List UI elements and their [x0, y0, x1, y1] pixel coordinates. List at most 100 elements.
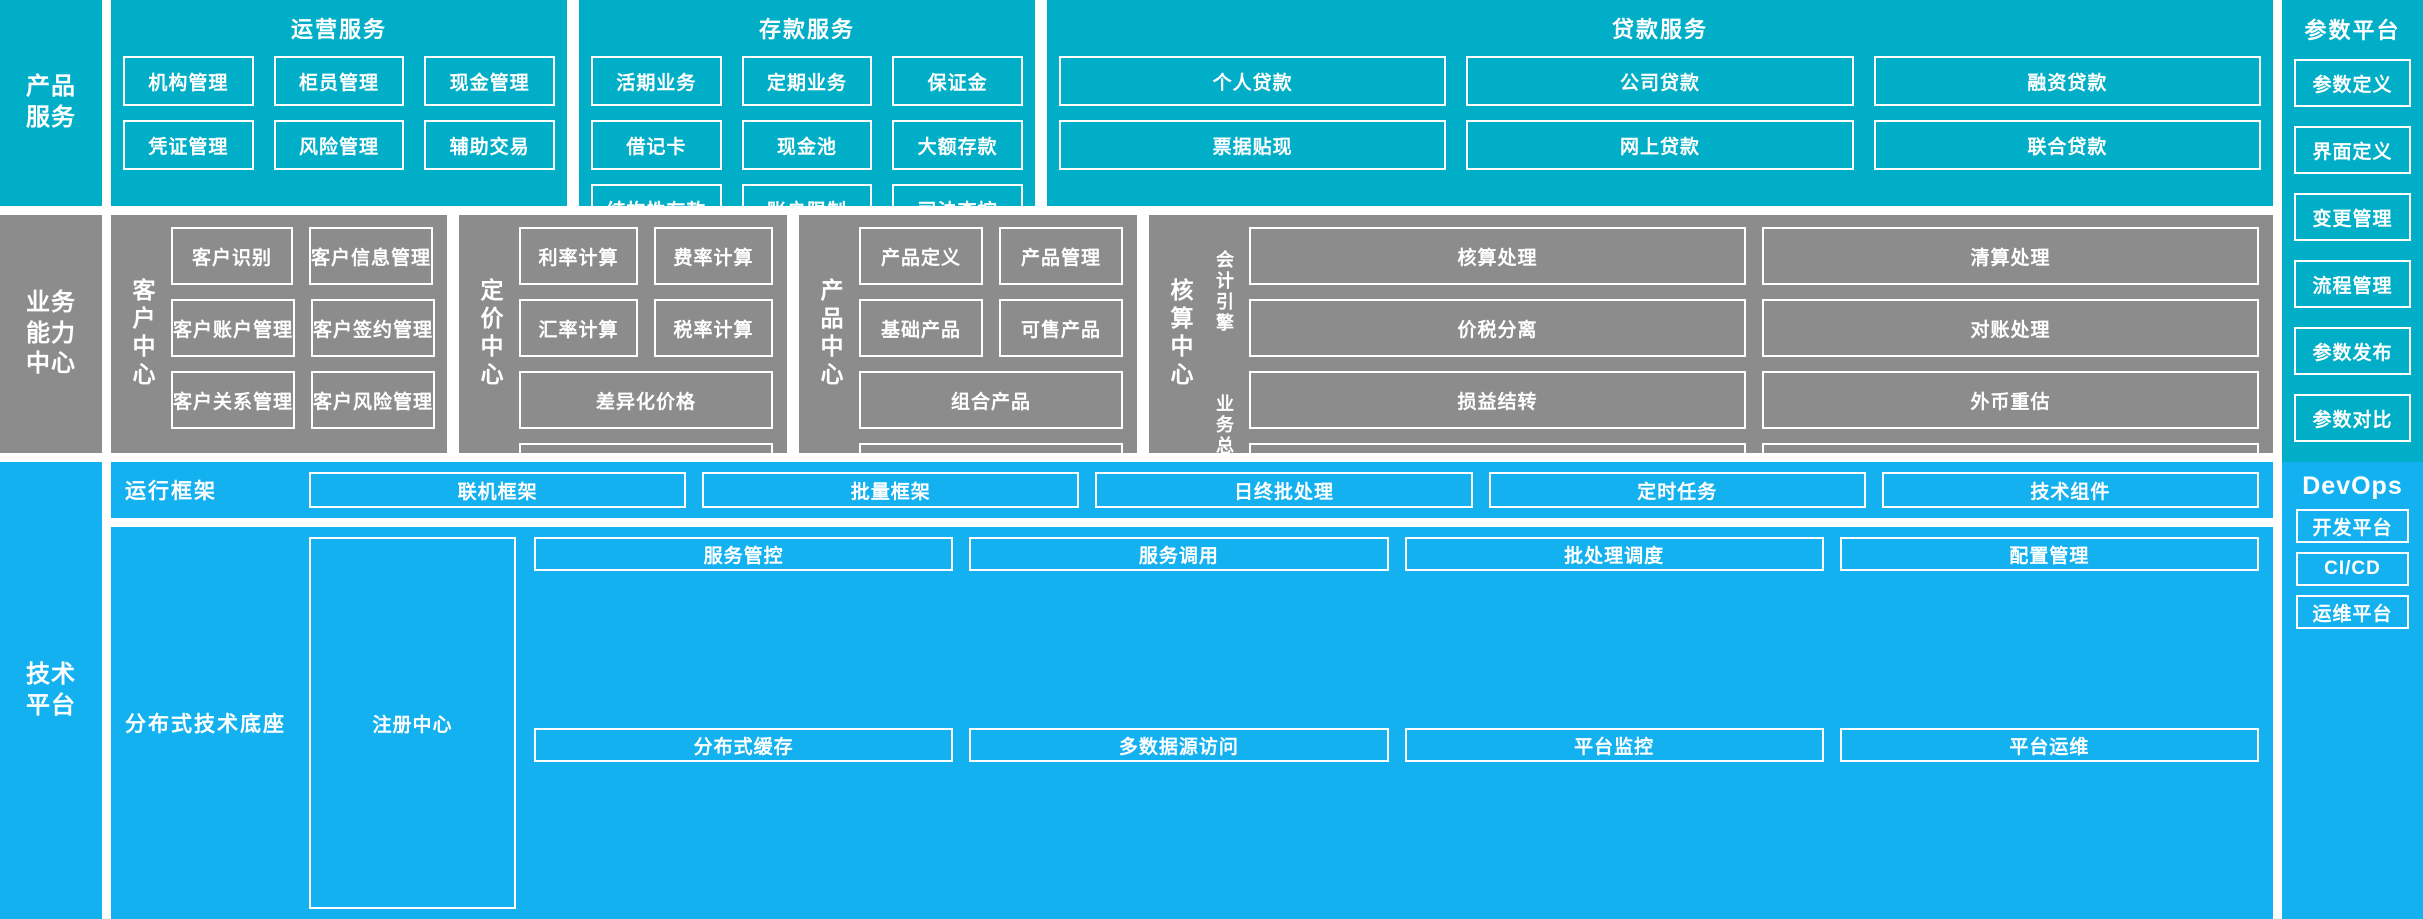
center-row: 组合产品: [859, 371, 1123, 429]
devops-column: DevOps 开发平台 CI/CD 运维平台: [2282, 462, 2423, 919]
service-box[interactable]: 定期业务: [741, 56, 873, 106]
product-center-body: 产品定义 产品管理 基础产品 可售产品 组合产品 产品引擎: [859, 227, 1123, 501]
parameter-platform-title: 参数平台: [2304, 18, 2401, 43]
group-title-deposit: 存款服务: [758, 17, 855, 42]
service-box[interactable]: 凭证管理: [123, 120, 254, 170]
capability-box[interactable]: 基础产品: [859, 299, 983, 357]
capability-box[interactable]: 客户风险管理: [311, 371, 436, 429]
accounting-center-body: 会计引擎 核算处理 清算处理 价税分离 对账处理 业务总账 损益结转 外币重估: [1209, 227, 2259, 501]
deposit-service-grid: 活期业务 定期业务 保证金 借记卡 现金池 大额存款 结构性存款 账户限制 司法…: [591, 56, 1023, 234]
framework-box[interactable]: 联机框架: [309, 472, 687, 508]
devops-box[interactable]: CI/CD: [2296, 552, 2409, 586]
capability-box[interactable]: 利率计算: [519, 227, 638, 285]
parameter-platform-list: 参数定义 界面定义 变更管理 流程管理 参数发布 参数对比: [2282, 59, 2423, 456]
distributed-base-row: 分布式技术底座 注册中心 服务管控 服务调用 批处理调度 配置管理 分布式缓存 …: [111, 527, 2273, 919]
parameter-box[interactable]: 界面定义: [2294, 126, 2411, 174]
framework-box[interactable]: 定时任务: [1488, 472, 1866, 508]
capability-box[interactable]: 外币重估: [1762, 371, 2259, 429]
parameter-box[interactable]: 流程管理: [2294, 260, 2411, 308]
service-box[interactable]: 大额存款: [892, 120, 1023, 170]
rail-line-2: 平台: [26, 691, 76, 719]
operations-service-grid: 机构管理 柜员管理 现金管理 凭证管理 风险管理 辅助交易: [123, 56, 555, 170]
group-operations-service: 运营服务 机构管理 柜员管理 现金管理 凭证管理 风险管理 辅助交易: [111, 0, 567, 206]
center-row: 客户识别 客户信息管理: [171, 227, 433, 285]
rail-line-1: 产品: [26, 73, 76, 101]
service-box[interactable]: 公司贷款: [1466, 56, 1854, 106]
devops-title: DevOps: [2302, 472, 2403, 500]
product-service-band: 产品 服务 运营服务 机构管理 柜员管理 现金管理 凭证管理 风险管理 辅助交易…: [0, 0, 2423, 659]
capability-box[interactable]: 汇率计算: [519, 299, 638, 357]
capability-box[interactable]: 客户信息管理: [308, 227, 433, 285]
devops-box[interactable]: 运维平台: [2296, 595, 2409, 629]
capability-box[interactable]: 组合产品: [859, 371, 1123, 429]
service-box[interactable]: 现金管理: [424, 56, 555, 106]
base-box[interactable]: 服务调用: [969, 537, 1389, 571]
service-box[interactable]: 风险管理: [273, 120, 405, 170]
base-box[interactable]: 服务管控: [534, 537, 954, 571]
group-title-loan: 贷款服务: [1611, 17, 1708, 42]
capability-box[interactable]: 核算处理: [1249, 227, 1746, 285]
parameter-box[interactable]: 参数对比: [2294, 394, 2411, 442]
center-row: 汇率计算 税率计算: [519, 299, 773, 357]
business-capability-centers: 客户中心 客户识别 客户信息管理 客户账户管理 客户签约管理 客户关系管理 客户…: [111, 215, 2273, 501]
rail-line-1: 业务: [26, 288, 76, 316]
capability-box[interactable]: 客户账户管理: [171, 299, 296, 357]
sublabel-accounting-engine: 会计引擎: [1214, 250, 1234, 334]
technology-platform-band: 技术 平台 运行框架 联机框架 批量框架 日终批处理 定时任务 技术组件 分布式…: [0, 462, 2423, 919]
service-box[interactable]: 活期业务: [591, 56, 722, 106]
capability-box[interactable]: 税率计算: [654, 299, 773, 357]
service-box[interactable]: 融资贷款: [1873, 56, 2261, 106]
loan-service-grid: 个人贷款 公司贷款 融资贷款 票据贴现 网上贷款 联合贷款: [1059, 56, 2261, 170]
capability-box[interactable]: 客户签约管理: [311, 299, 436, 357]
framework-box[interactable]: 批量框架: [702, 472, 1080, 508]
center-label-pricing: 定价中心: [477, 278, 503, 390]
capability-box[interactable]: 对账处理: [1762, 299, 2259, 357]
framework-box[interactable]: 日终批处理: [1095, 472, 1473, 508]
capability-box[interactable]: 清算处理: [1762, 227, 2259, 285]
center-row: 基础产品 可售产品: [859, 299, 1123, 357]
capability-box[interactable]: 可售产品: [999, 299, 1123, 357]
service-box[interactable]: 网上贷款: [1466, 120, 1854, 170]
service-box[interactable]: 个人贷款: [1059, 56, 1447, 106]
business-capability-band: 业务 能力 中心 客户中心 客户识别 客户信息管理 客户账户管理 客户签约管理: [0, 215, 2423, 501]
customer-center-body: 客户识别 客户信息管理 客户账户管理 客户签约管理 客户关系管理 客户风险管理: [171, 227, 436, 441]
capability-box[interactable]: 费率计算: [654, 227, 773, 285]
capability-box[interactable]: 产品定义: [859, 227, 983, 285]
base-box[interactable]: 配置管理: [1839, 537, 2259, 571]
base-box[interactable]: 多数据源访问: [969, 728, 1389, 762]
base-box[interactable]: 分布式缓存: [534, 728, 954, 762]
center-label-customer: 客户中心: [129, 278, 155, 390]
capability-box[interactable]: 差异化价格: [519, 371, 773, 429]
capability-box[interactable]: 产品管理: [999, 227, 1123, 285]
service-box[interactable]: 现金池: [741, 120, 873, 170]
service-box[interactable]: 保证金: [892, 56, 1023, 106]
base-box[interactable]: 平台监控: [1404, 728, 1824, 762]
capability-box[interactable]: 客户识别: [171, 227, 293, 285]
capability-box[interactable]: 价税分离: [1249, 299, 1746, 357]
registry-center-box[interactable]: 注册中心: [309, 537, 516, 909]
parameter-box[interactable]: 参数发布: [2294, 327, 2411, 375]
capability-box[interactable]: 损益结转: [1249, 371, 1746, 429]
base-box[interactable]: 平台运维: [1839, 728, 2259, 762]
devops-box[interactable]: 开发平台: [2296, 509, 2409, 543]
framework-box[interactable]: 技术组件: [1881, 472, 2259, 508]
parameter-platform-spacer: [2282, 215, 2423, 453]
service-box[interactable]: 柜员管理: [273, 56, 405, 106]
capability-box[interactable]: 客户关系管理: [171, 371, 296, 429]
service-box[interactable]: 联合贷款: [1873, 120, 2261, 170]
center-row: 利率计算 费率计算: [519, 227, 773, 285]
service-box[interactable]: 辅助交易: [424, 120, 555, 170]
service-box[interactable]: 借记卡: [591, 120, 722, 170]
group-title-operations: 运营服务: [290, 17, 387, 42]
parameter-box[interactable]: 变更管理: [2294, 193, 2411, 241]
base-box[interactable]: 批处理调度: [1404, 537, 1824, 571]
service-box[interactable]: 机构管理: [123, 56, 254, 106]
service-box[interactable]: 票据贴现: [1059, 120, 1447, 170]
product-service-rail-label: 产品 服务: [0, 0, 102, 206]
center-accounting: 核算中心 会计引擎 核算处理 清算处理 价税分离 对账处理 业务总账: [1149, 215, 2273, 501]
parameter-box[interactable]: 参数定义: [2294, 59, 2411, 107]
rail-line-2: 能力: [26, 319, 76, 347]
accounting-engine-grid: 核算处理 清算处理 价税分离 对账处理: [1249, 227, 2259, 357]
group-deposit-service: 存款服务 活期业务 定期业务 保证金 借记卡 现金池 大额存款 结构性存款 账户…: [579, 0, 1035, 234]
